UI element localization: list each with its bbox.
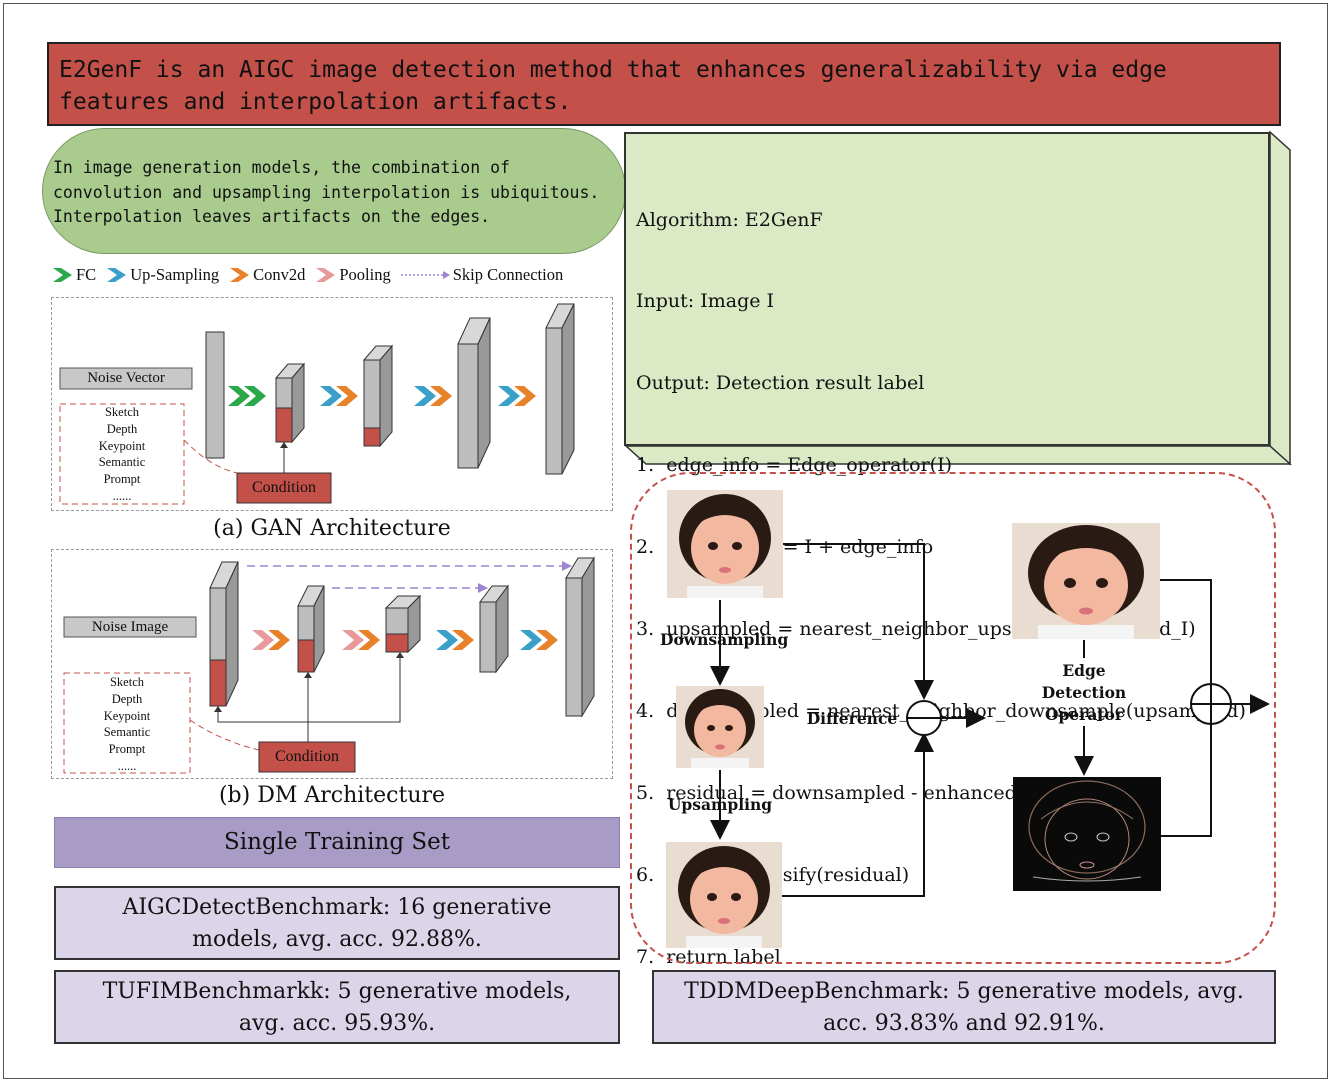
dm-condition-label: Condition bbox=[274, 748, 339, 765]
algorithm-line: Input: Image I bbox=[636, 290, 775, 313]
gan-architecture-panel: Noise Vector Sketch Depth Keypoint Seman… bbox=[51, 297, 613, 511]
algorithm-line: Output: Detection result label bbox=[636, 372, 925, 395]
legend-conv2d: Conv2d bbox=[229, 265, 305, 285]
legend-pooling: Pooling bbox=[315, 265, 391, 285]
gan-caption: (a) GAN Architecture bbox=[213, 516, 451, 541]
pooling-chevron-icon bbox=[316, 268, 336, 282]
up-sampling-chevron-icon bbox=[107, 268, 127, 282]
algorithm-line: 5. residual = downsampled - enhanced_I bbox=[636, 781, 1034, 804]
gan-condition-inputs: Sketch Depth Keypoint Semantic Prompt ..… bbox=[98, 405, 146, 503]
intro-text: In image generation models, the combinat… bbox=[42, 128, 626, 254]
gan-condition-label: Condition bbox=[251, 479, 316, 496]
dm-diagram bbox=[63, 556, 595, 774]
downsampled-face-image bbox=[676, 686, 764, 768]
figure-frame bbox=[3, 3, 1328, 1079]
dm-condition-inputs: Sketch Depth Keypoint Semantic Prompt ..… bbox=[103, 675, 151, 773]
training-set-header: Single Training Set bbox=[54, 817, 620, 868]
difference-label: Difference bbox=[806, 709, 898, 728]
dm-caption: (b) DM Architecture bbox=[218, 783, 446, 808]
dm-architecture-panel: Noise Image Sketch Depth Keypoint Semant… bbox=[51, 549, 613, 779]
upsampling-label: Upsampling bbox=[667, 795, 773, 814]
gan-noise-vector-label: Noise Vector bbox=[87, 370, 165, 386]
pipeline-arrows bbox=[710, 543, 1270, 897]
title-banner: E2GenF is an AIGC image detection method… bbox=[47, 42, 1281, 126]
fc-chevron-icon bbox=[53, 268, 72, 282]
layer-legend: FC Up-Sampling Conv2d Pooling Skip Conne… bbox=[52, 263, 622, 287]
tufim-benchmark: TUFIMBenchmarkk: 5 generative models, av… bbox=[54, 970, 620, 1044]
enhanced-face-image bbox=[1012, 523, 1160, 639]
algorithm-box-3d-edge bbox=[624, 130, 1292, 466]
legend-fc: FC bbox=[52, 265, 96, 285]
edge-map-image bbox=[1013, 777, 1161, 891]
upsampled-face-image bbox=[666, 842, 782, 948]
algorithm-line: Algorithm: E2GenF bbox=[636, 208, 823, 231]
algorithm-line: 1. edge_info = Edge_operator(I) bbox=[636, 454, 952, 477]
algorithm-box: Algorithm: E2GenF Input: Image I Output:… bbox=[624, 132, 1270, 968]
pipeline-panel bbox=[630, 472, 1276, 964]
conv2d-chevron-icon bbox=[230, 268, 250, 282]
legend-up-sampling: Up-Sampling bbox=[106, 265, 219, 285]
downsampling-label: Downsampling bbox=[660, 630, 789, 649]
dm-noise-image-label: Noise Image bbox=[91, 619, 169, 635]
skip-connection-arrow-icon bbox=[400, 271, 450, 279]
edge-detection-label: Edge Detection Operator bbox=[1041, 661, 1127, 724]
tddmdeep-benchmark: TDDMDeepBenchmark: 5 generative models, … bbox=[652, 970, 1276, 1044]
legend-skip-connection: Skip Connection bbox=[400, 265, 563, 285]
aigcdetect-benchmark: AIGCDetectBenchmark: 16 generative model… bbox=[54, 886, 620, 960]
gan-diagram bbox=[59, 303, 575, 505]
input-face-image bbox=[667, 490, 783, 598]
